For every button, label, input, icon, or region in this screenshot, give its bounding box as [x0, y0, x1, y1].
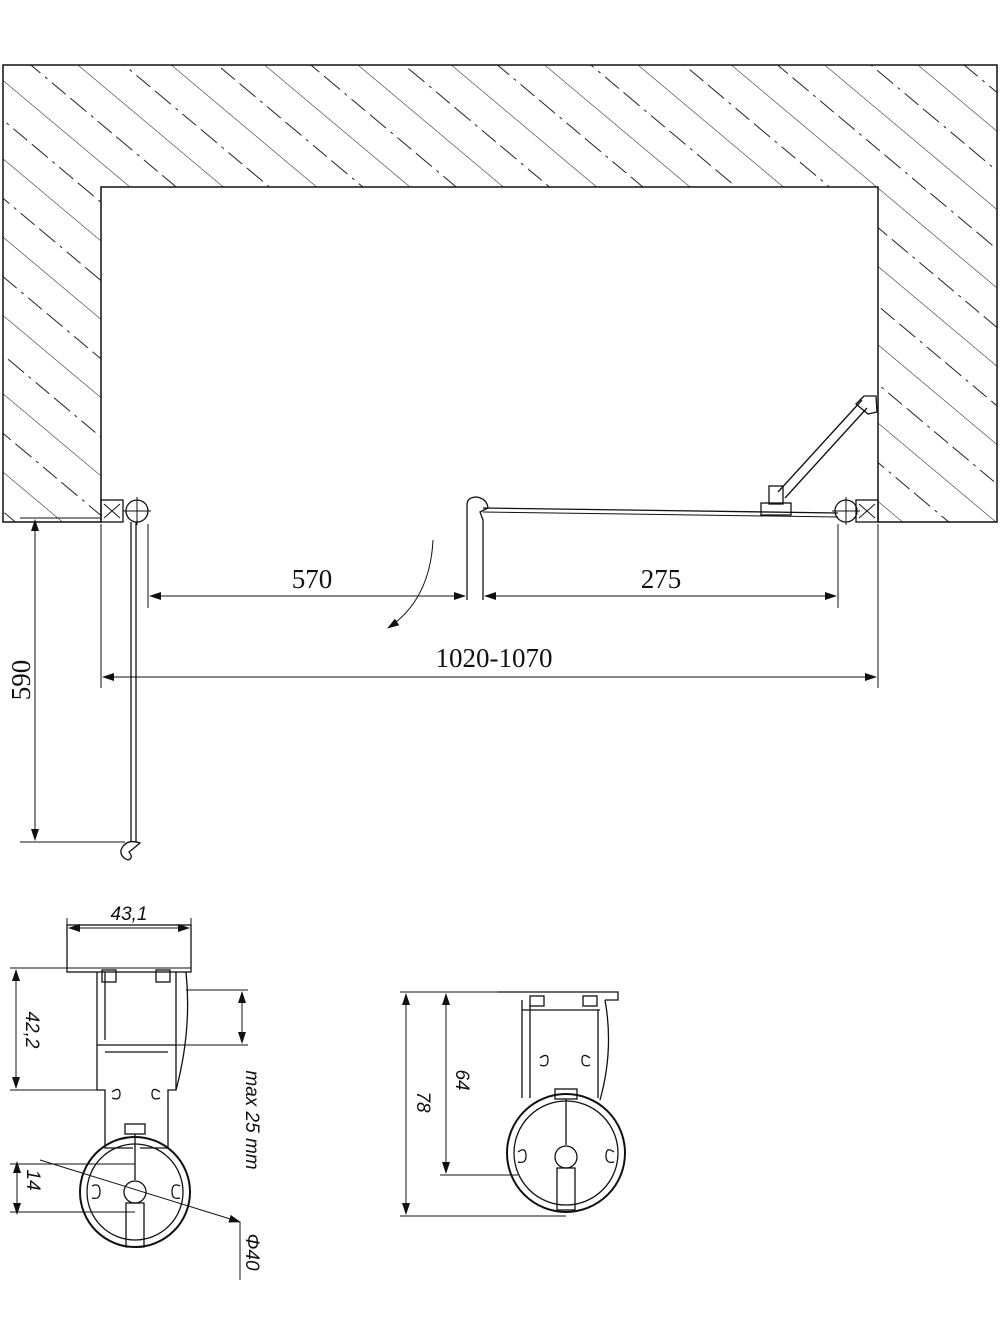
dim-total-label: 78	[412, 1091, 433, 1113]
leader-diameter	[39, 1159, 241, 1223]
stabilizer-bar	[760, 395, 878, 516]
plan-view: 570 275 1020-1070 590	[2, 64, 998, 861]
dim-offset-label: 14	[22, 1169, 43, 1190]
fixed-panel	[482, 507, 839, 514]
dim-fixed-label: 275	[641, 564, 682, 594]
dim-depth-label: 590	[6, 660, 36, 701]
profile-section-left: 43,1 42,2 max 25 mm 14 Φ40	[10, 904, 262, 1280]
right-wall-profile	[832, 497, 879, 525]
dim-adjust-label: max 25 mm	[241, 1070, 262, 1169]
profile-section-right: 78 64	[400, 991, 626, 1217]
wall-hatched	[2, 64, 998, 523]
dim-height-label: 42,2	[21, 1012, 42, 1049]
left-wall-profile	[100, 497, 151, 525]
dim-door-label: 570	[292, 564, 333, 594]
dim-width-label: 43,1	[111, 904, 148, 925]
dim-inner-label: 64	[451, 1069, 472, 1090]
dim-diameter-label: Φ40	[241, 1233, 262, 1270]
swing-arrow	[387, 539, 434, 629]
left-swing-panel	[120, 522, 142, 861]
dim-overall-label: 1020-1070	[436, 643, 553, 673]
